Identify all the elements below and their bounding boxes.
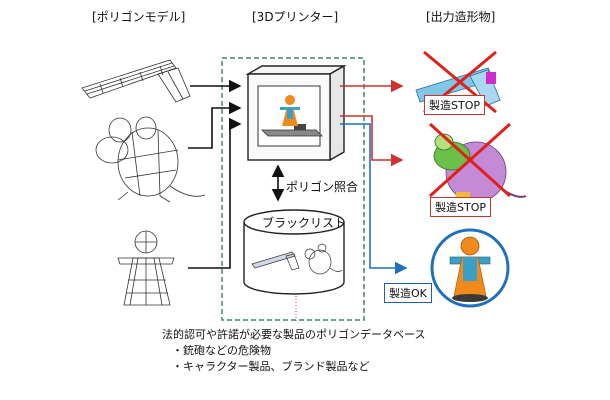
polygon-models-header: [ポリゴンモデル] <box>92 10 186 24</box>
printer-system-boundary <box>221 57 365 321</box>
gun-model-wireframe <box>81 59 191 103</box>
footnote-line-1: 法的認可や許諾が必要な製品のポリゴンデータベース <box>162 328 426 341</box>
input-arrow-rodent <box>188 101 242 149</box>
polygon-match-label: ポリゴン照合 <box>286 180 359 194</box>
output-rodent-cross <box>428 122 512 198</box>
printer-3d-device <box>245 64 347 162</box>
blacklist-database <box>243 209 345 295</box>
blacklist-gun-thumbnail <box>251 251 300 271</box>
rodent-model-wireframe <box>95 116 206 203</box>
stop-badge-gun: 製造STOP <box>424 95 485 115</box>
output-arrow-rodent-stop <box>340 115 404 167</box>
stop-badge-rodent: 製造STOP <box>430 197 491 217</box>
input-arrow-figure <box>188 117 242 269</box>
ok-badge-figure: 製造OK <box>384 283 432 303</box>
output-objects-header: [出力造形物] <box>426 10 496 24</box>
printer-3d-header: [3Dプリンター] <box>252 10 339 24</box>
output-arrow-figure-ok <box>340 123 408 275</box>
printer-figure-icon <box>280 95 300 126</box>
footnote-line-3: ・キャラクター製品、ブランド製品など <box>172 360 370 373</box>
figure-model-wireframe <box>117 230 175 306</box>
blacklist-rodent-thumbnail <box>304 243 343 275</box>
blacklist-label: ブラックリスト <box>262 216 347 230</box>
output-rodent-colored <box>433 133 527 203</box>
footnote-line-2: ・銃砲などの危険物 <box>172 344 271 357</box>
output-figure-colored <box>449 236 491 302</box>
